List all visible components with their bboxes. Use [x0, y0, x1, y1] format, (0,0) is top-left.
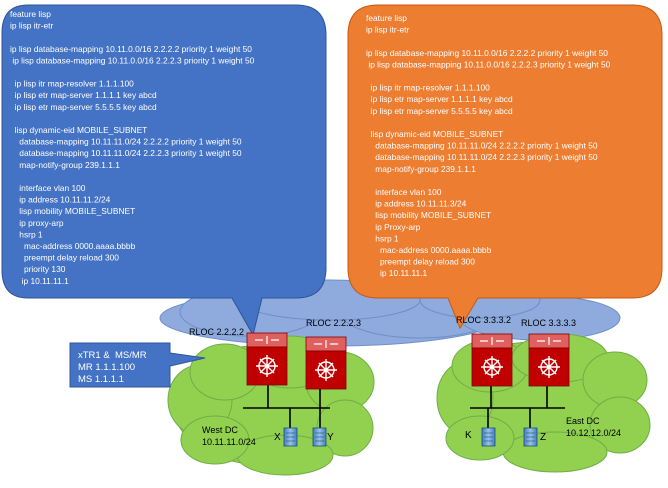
routers	[246, 332, 570, 390]
server-y-icon	[312, 427, 327, 447]
info-callout-shape	[69, 342, 206, 388]
router-r1	[246, 332, 288, 386]
left_config-line: preempt delay reload 300	[10, 253, 119, 263]
left_config-line: ip lisp etr map-server 1.1.1.1 key abcd	[10, 90, 157, 100]
left_config-line: ip proxy-arp	[10, 218, 64, 228]
left_config-line: mac-address 0000.aaaa.bbbb	[10, 241, 136, 251]
host-label-y: Y	[327, 432, 334, 443]
right_config-line: lisp mobility MOBILE_SUBNET	[366, 210, 491, 220]
right_config-line: ip lisp etr map-server 5.5.5.5 key abcd	[366, 106, 513, 116]
left_config-line: ip lisp database-mapping 10.11.0.0/16 2.…	[10, 44, 252, 54]
right_config-line: ip lisp database-mapping 10.11.0.0/16 2.…	[366, 59, 611, 69]
left_config-line: database-mapping 10.11.11.0/24 2.2.2.2 p…	[10, 137, 242, 147]
right_config-line: database-mapping 10.11.11.0/24 2.2.2.2 p…	[366, 141, 598, 151]
right_config-line: lisp dynamic-eid MOBILE_SUBNET	[366, 129, 503, 139]
left_config-line: lisp mobility MOBILE_SUBNET	[10, 206, 135, 216]
right_config-line: map-notify-group 239.1.1.1	[366, 164, 476, 174]
left-config-callout: feature lisp ip lisp itr-etr ip lisp datab…	[1, 4, 327, 337]
left_config-line: priority 130	[10, 264, 66, 274]
host-label-z: Z	[540, 432, 546, 443]
right_config-line: ip lisp database-mapping 10.11.0.0/16 2.…	[366, 48, 608, 58]
right_config-line: interface vlan 100	[366, 187, 442, 197]
left_config-line: ip lisp database-mapping 10.11.0.0/16 2.…	[10, 55, 255, 65]
left_config-line: ip lisp etr map-server 5.5.5.5 key abcd	[10, 102, 157, 112]
right_config-line: feature lisp	[366, 13, 407, 23]
right_config-line: database-mapping 10.11.11.0/24 2.2.2.3 p…	[366, 152, 598, 162]
right_config-line: ip address 10.11.11.3/24	[366, 199, 467, 209]
router-r3	[471, 333, 513, 387]
left_config-line: ip 10.11.11.1	[10, 276, 69, 286]
router-r2	[305, 336, 347, 390]
right_config-line: ip Proxy-arp	[366, 222, 421, 232]
left_config-line: feature lisp	[10, 9, 51, 19]
router-label-r2: RLOC 2.2.2.3	[306, 318, 361, 328]
server-z-icon	[523, 427, 538, 447]
info_box-line: MR 1.1.1.100	[78, 362, 135, 373]
right_config-line: mac-address 0000.aaaa.bbbb	[366, 245, 492, 255]
right-config-text: feature lisp ip lisp itr-etr ip lisp datab…	[366, 13, 611, 278]
right-config-callout: feature lisp ip lisp itr-etr ip lisp datab…	[347, 4, 663, 330]
host-label-x: X	[274, 432, 281, 443]
server-k-icon	[481, 427, 496, 447]
info_box-line: MS 1.1.1.1	[78, 374, 124, 385]
router-label-r1: RLOC 2.2.2.2	[189, 327, 244, 337]
right_config-line: ip 10.11.11.1	[366, 268, 427, 278]
router-label-r4: RLOC 3.3.3.3	[521, 318, 576, 328]
left_config-line: ip address 10.11.11.2/24	[10, 195, 111, 205]
hosts	[283, 427, 538, 447]
east-dc-name: East DC	[566, 416, 600, 426]
right_config-line: ip lisp itr-etr	[366, 25, 409, 35]
left_config-line: interface vlan 100	[10, 183, 86, 193]
right-config-shape	[347, 4, 663, 330]
right_config-line: hsrp 1	[366, 233, 399, 243]
left_config-line: ip lisp itr-etr	[10, 21, 53, 31]
right_config-line: preempt delay reload 300	[366, 257, 475, 267]
west-dc-subnet: 10.11.11.0/24	[202, 437, 256, 447]
router-label-r3: RLOC 3.3.3.2	[456, 315, 511, 325]
east-lan	[470, 383, 565, 428]
router-r4	[528, 333, 570, 387]
left-config-text: feature lisp ip lisp itr-etr ip lisp datab…	[10, 9, 255, 286]
host-label-k: K	[465, 430, 472, 441]
left-config-shape	[1, 4, 327, 337]
right_config-line: ip lisp itr map-resolver 1.1.1.100	[366, 83, 490, 93]
left_config-line: hsrp 1	[10, 229, 43, 239]
server-x-icon	[283, 427, 298, 447]
info_box-line: xTR1 & MS/MR	[78, 350, 147, 361]
right_config-line: ip lisp etr map-server 1.1.1.1 key abcd	[366, 94, 513, 104]
west-dc-name: West DC	[202, 425, 238, 435]
left_config-line: database-mapping 10.11.11.0/24 2.2.2.3 p…	[10, 148, 242, 158]
left_config-line: ip lisp itr map-resolver 1.1.1.100	[10, 79, 134, 89]
east-dc-subnet: 10.12.12.0/24	[566, 428, 621, 438]
left_config-line: lisp dynamic-eid MOBILE_SUBNET	[10, 125, 147, 135]
left_config-line: map-notify-group 239.1.1.1	[10, 160, 120, 170]
